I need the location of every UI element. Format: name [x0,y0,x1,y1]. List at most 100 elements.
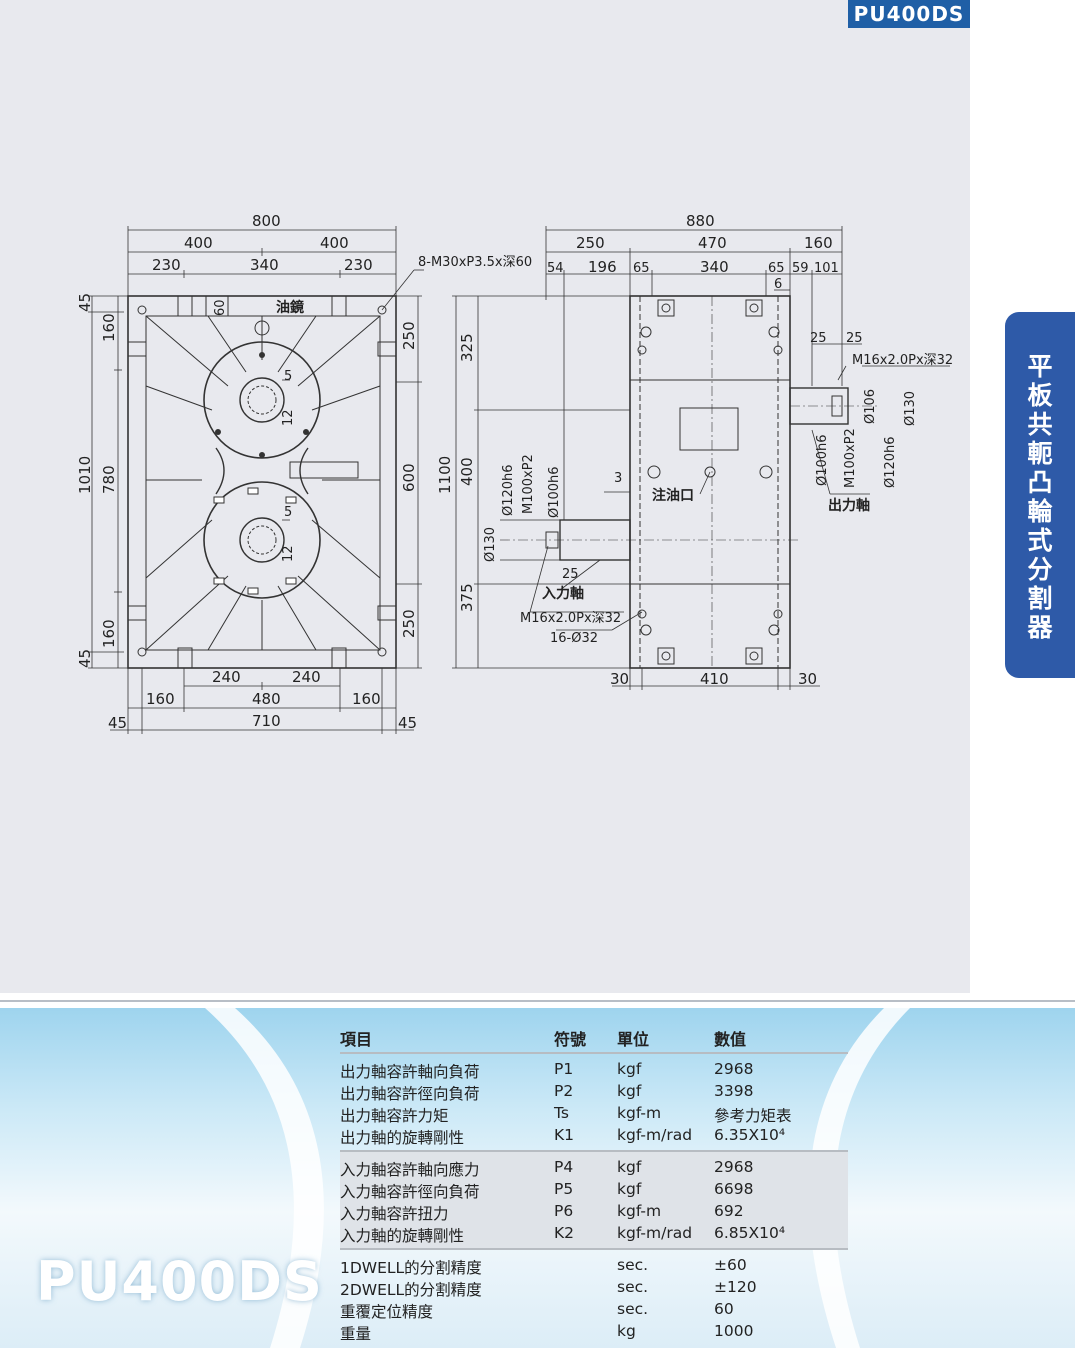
spec-unit: kgf [617,1158,642,1176]
side-tab-char: 式 [1027,526,1053,555]
dim-front-160-left: 160 [146,690,175,708]
table-row: 出力軸的旋轉剛性 K1 kgf-m/rad 6.35X10⁴ [340,1124,848,1147]
spec-symbol: K1 [554,1126,575,1144]
front-view [88,226,424,734]
side-tab-char: 軛 [1027,439,1053,468]
side-tab-char: 割 [1027,584,1053,613]
dim-front-250-bottom: 250 [400,609,418,638]
label-oil-port: 注油口 [652,487,694,504]
dim-front-45-top: 45 [76,293,94,312]
spec-group-output: 出力軸容許軸向負荷 P1 kgf 2968 出力軸容許徑向負荷 P2 kgf 3… [340,1052,848,1150]
label-output-shaft: 出力軸 [828,497,870,514]
dim-input-25: 25 [562,567,579,582]
dim-front-250-top: 250 [400,321,418,350]
spec-value: 6.85X10⁴ [714,1224,786,1242]
spec-unit: sec. [617,1278,649,1296]
header-value: 數值 [714,1030,747,1049]
spec-symbol: K2 [554,1224,575,1242]
spec-item: 出力軸的旋轉剛性 [340,1129,465,1147]
dim-output-100h6: Ø100h6 [815,434,830,486]
side-bolt-holes [637,299,783,665]
spec-value: 參考力矩表 [714,1107,792,1125]
dim-front-400-left: 400 [184,234,213,252]
spec-item: 1DWELL的分割精度 [340,1259,482,1277]
spec-panel: PU400DS 項目 符號 單位 數值 出力軸容許軸向負荷 P1 kgf 296… [0,1008,1075,1348]
table-row: 入力軸容許軸向應力 P4 kgf 2968 [340,1156,848,1179]
spec-symbol: P2 [554,1082,574,1100]
spec-symbol: P1 [554,1060,574,1078]
bottom-model-name: PU400DS [36,1250,323,1313]
dim-front-160-right: 160 [352,690,381,708]
dim-front-600: 600 [400,463,418,492]
oil-glass [254,320,270,336]
spec-item: 重量 [340,1325,372,1343]
side-tab-char: 輪 [1027,497,1053,526]
side-view [452,226,950,690]
spec-unit: kgf [617,1082,642,1100]
table-row: 出力軸容許徑向負荷 P2 kgf 3398 [340,1080,848,1103]
dim-front-340: 340 [250,256,279,274]
table-row: 重覆定位精度 sec. 60 [340,1298,848,1321]
section-divider [0,1000,1075,1002]
dim-side-340: 340 [700,258,729,276]
dim-input-m100: M100xP2 [521,454,536,514]
dim-output-120h6: Ø120h6 [883,436,898,488]
dim-side-325: 325 [458,333,476,362]
model-badge: PU400DS [848,0,970,28]
side-dim-lines [452,226,950,690]
dim-side-101: 101 [814,261,839,276]
spec-value: 2968 [714,1158,754,1176]
spec-unit: kg [617,1322,636,1340]
spec-item: 入力軸的旋轉剛性 [340,1227,465,1245]
side-tab-char: 凸 [1027,468,1053,497]
dim-side-250: 250 [576,234,605,252]
table-row: 1DWELL的分割精度 sec. ±60 [340,1254,848,1277]
drawing-area: 800 400 400 230 340 230 8-M30xP3.5x深60 4… [0,0,970,993]
spec-value: 692 [714,1202,744,1220]
front-corner-holes [137,305,387,657]
dim-input-120h6: Ø120h6 [501,464,516,516]
dim-side-65-right: 65 [768,261,785,276]
table-row: 出力軸容許力矩 Ts kgf-m 參考力矩表 [340,1102,848,1125]
table-row: 2DWELL的分割精度 sec. ±120 [340,1276,848,1299]
front-inner-recess [145,315,381,651]
dim-side-375: 375 [458,583,476,612]
spec-panel-decoration [205,1008,910,1348]
dim-output-25-left: 25 [810,331,827,346]
dim-front-230-left: 230 [152,256,181,274]
spec-unit: kgf [617,1180,642,1198]
dim-front-160-bottom: 160 [100,619,118,648]
spec-item: 入力軸容許扭力 [340,1205,449,1223]
side-tab-char: 分 [1027,555,1053,584]
side-housing-outline [629,295,791,669]
spec-group-input: 入力軸容許軸向應力 P4 kgf 2968 入力軸容許徑向負荷 P5 kgf 6… [340,1150,848,1248]
label-oil-glass: 油鏡 [276,299,304,316]
dim-front-60: 60 [213,299,228,316]
dim-input-3: 3 [614,471,622,486]
side-tab-char: 平 [1027,352,1053,381]
dim-front-5-upper: 5 [284,369,292,384]
front-housing-outline [127,295,397,669]
spec-symbol: P4 [554,1158,574,1176]
dim-side-65-left: 65 [633,261,650,276]
dim-front-45-left: 45 [108,714,127,732]
category-side-tab: 平板共軛凸輪式分割器 [1005,312,1075,678]
spec-symbol: Ts [554,1104,569,1122]
dim-side-1100: 1100 [436,456,454,494]
dim-output-130: Ø130 [903,391,918,426]
spec-value: 6.35X10⁴ [714,1126,786,1144]
dim-front-800: 800 [252,212,281,230]
dim-side-54: 54 [547,261,564,276]
spec-value: 3398 [714,1082,754,1100]
dim-front-45-bottom: 45 [76,649,94,668]
dim-output-m100: M100xP2 [843,428,858,488]
dim-front-240-right: 240 [292,668,321,686]
dim-front-240-left: 240 [212,668,241,686]
spec-item: 2DWELL的分割精度 [340,1281,482,1299]
spec-item: 重覆定位精度 [340,1303,434,1321]
dim-side-6: 6 [774,277,782,292]
dim-front-480: 480 [252,690,281,708]
lower-boss [203,481,321,599]
spec-value: ±60 [714,1256,747,1274]
callout-holes: 16-Ø32 [550,631,598,646]
